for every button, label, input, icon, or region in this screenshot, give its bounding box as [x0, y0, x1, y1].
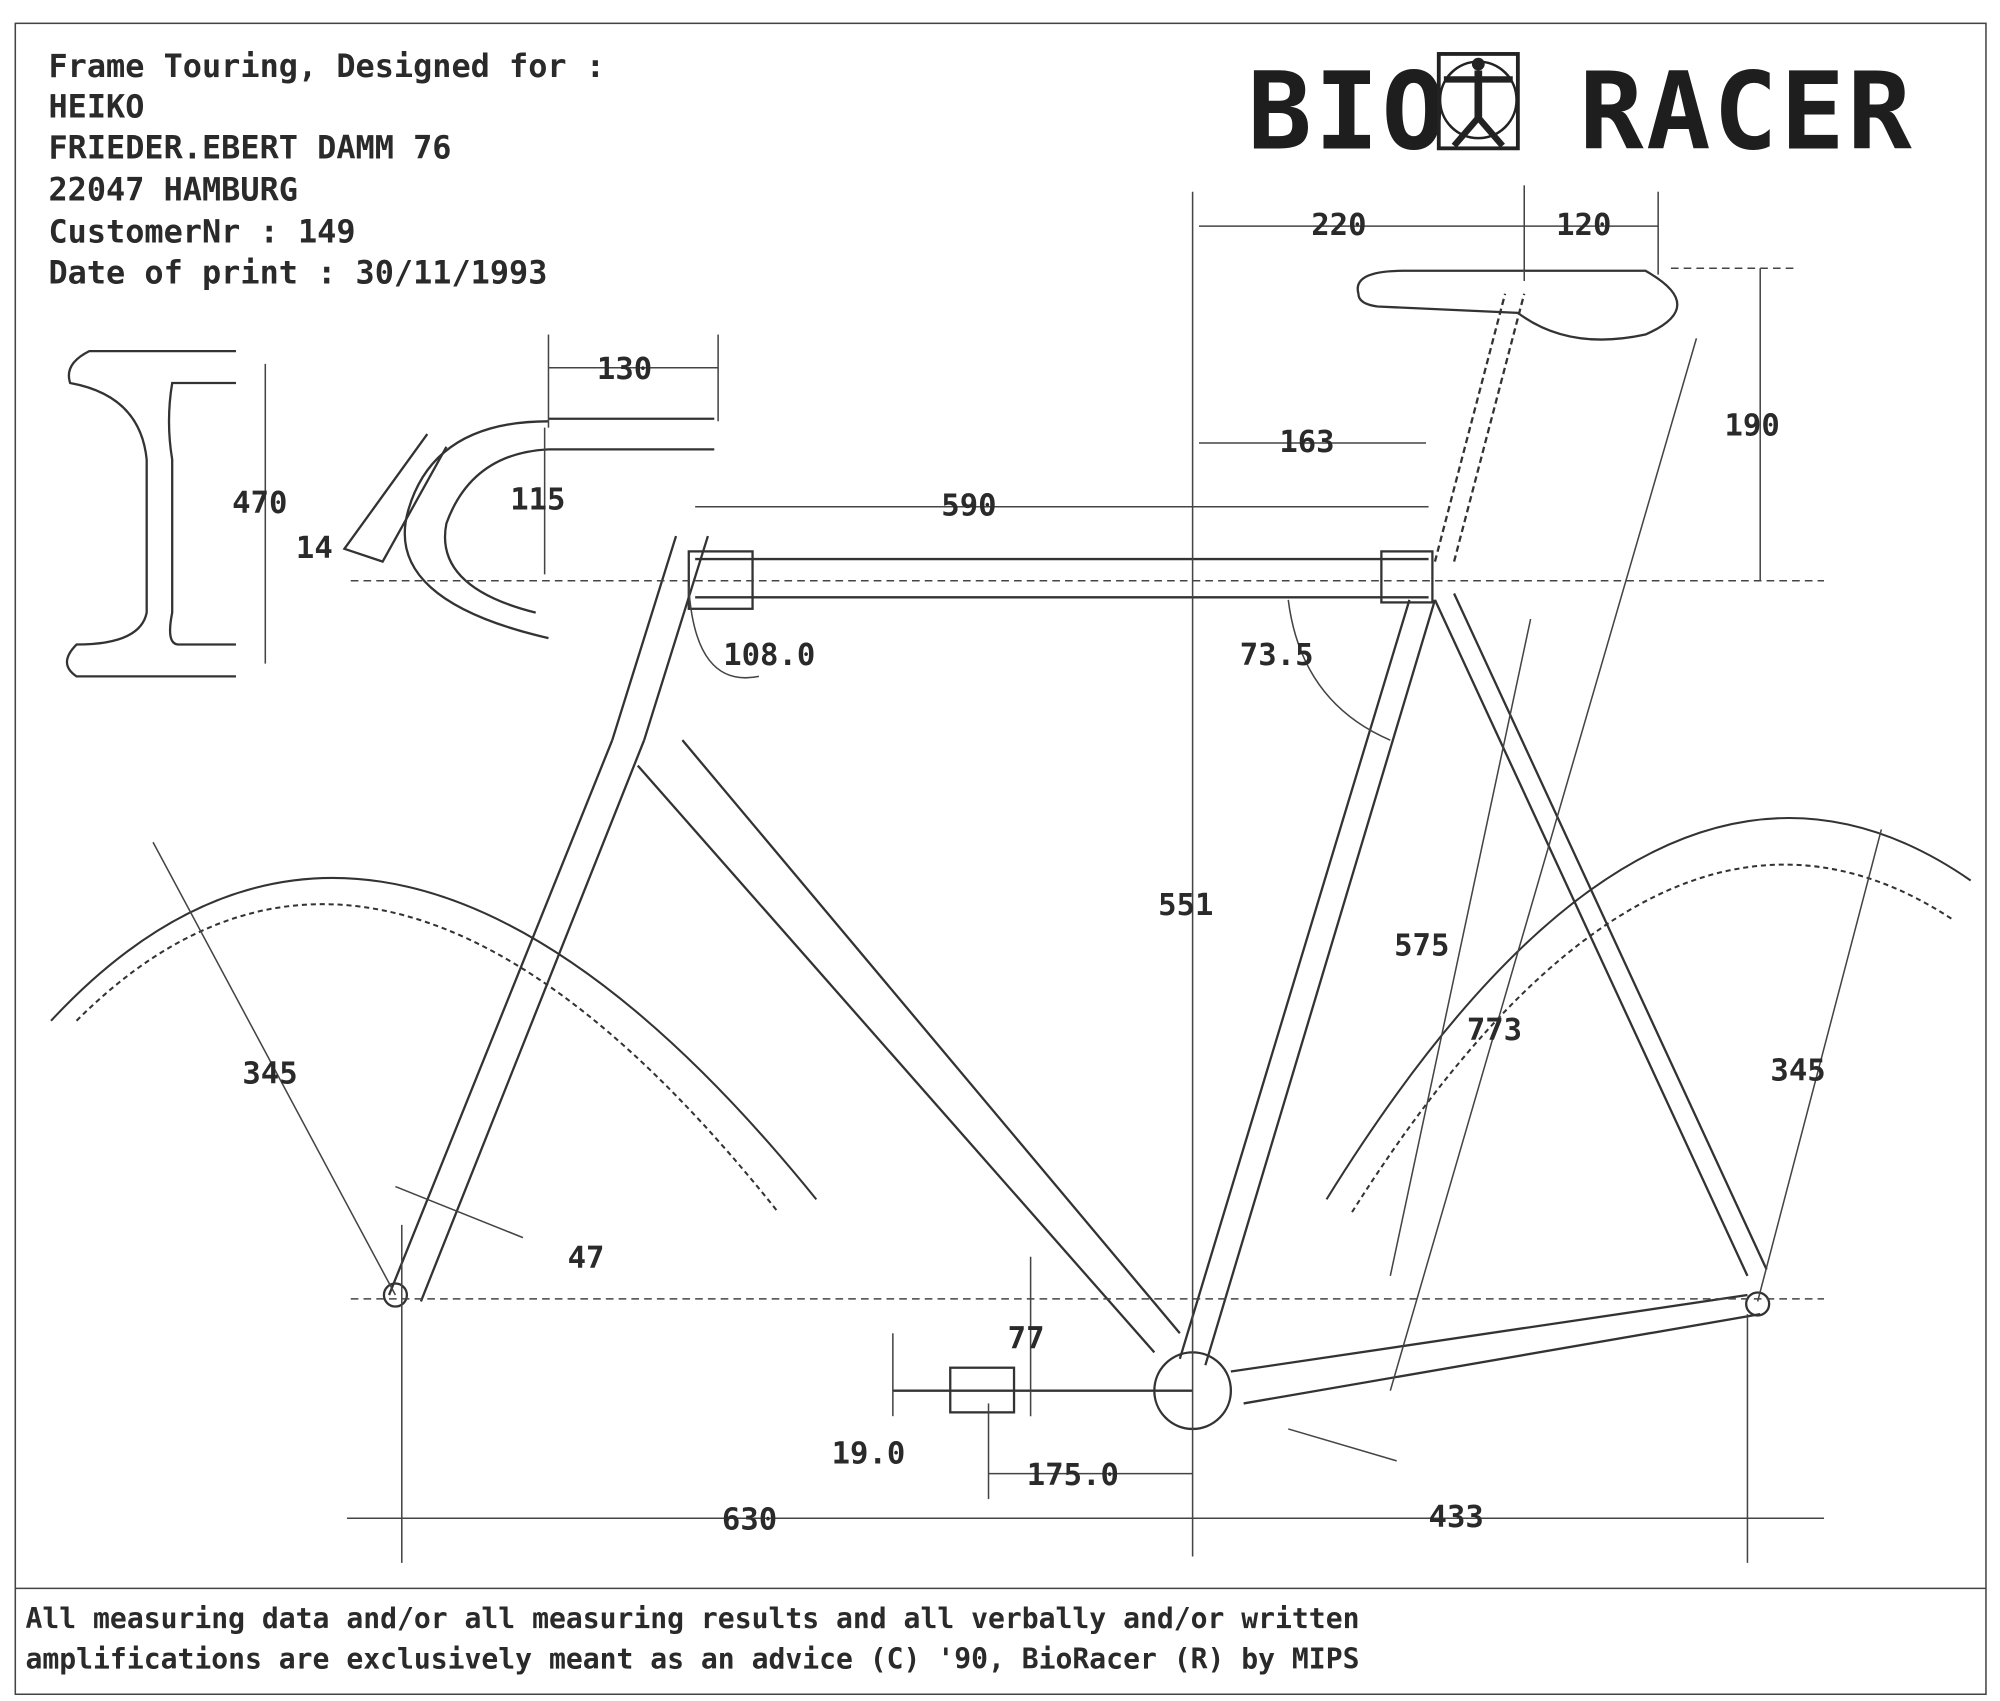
frame-title: Frame Touring, Designed for : [48, 47, 605, 85]
logo-text-bio: BIO [1247, 50, 1448, 174]
dimension-labels: 220 120 130 163 190 590 470 14 115 108.0… [232, 208, 1826, 1538]
dim-stem-length: 130 [597, 352, 652, 387]
head-tube [611, 535, 710, 741]
dim-top-tube: 590 [941, 489, 996, 524]
customer-number: CustomerNr : 149 [48, 213, 355, 251]
brake-lever [342, 433, 448, 563]
vitruvian-man-icon [1436, 52, 1520, 151]
down-tube [636, 739, 1181, 1354]
dim-bar-angle: 14 [296, 531, 333, 566]
dim-bb-drop: 77 [1008, 1322, 1045, 1357]
handlebar-side [403, 420, 549, 640]
dim-saddle-setback: 220 [1311, 208, 1366, 243]
dim-saddle-drop: 190 [1724, 408, 1779, 443]
fork [387, 739, 646, 1302]
seat-tube [1178, 599, 1437, 1366]
disclaimer-line-1: All measuring data and/or all measuring … [26, 1602, 1360, 1635]
front-dropout [382, 1282, 409, 1308]
dim-front-radius: 345 [242, 1056, 297, 1091]
dim-pedal: 19.0 [832, 1436, 906, 1471]
page-border [14, 22, 1987, 1696]
seat-stays [1433, 593, 1768, 1277]
top-tube [695, 557, 1429, 599]
dim-seat-to-tt: 163 [1279, 425, 1334, 460]
disclaimer: All measuring data and/or all measuring … [26, 1602, 1360, 1676]
customer-city: 22047 HAMBURG [48, 171, 297, 209]
seat-post [1433, 293, 1526, 562]
chain-stays [1230, 1293, 1761, 1405]
rear-dropout [1745, 1291, 1771, 1317]
dim-bar-width: 470 [232, 486, 287, 521]
dim-seat-tube: 575 [1394, 929, 1449, 964]
dim-crank: 175.0 [1027, 1458, 1119, 1493]
bioracer-logo: BIO RACER [1247, 50, 1914, 174]
dim-fork-rake: 47 [568, 1241, 605, 1276]
disclaimer-line-2: amplifications are exclusively meant as … [26, 1643, 1360, 1676]
pedal [949, 1366, 1016, 1414]
saddle [1356, 269, 1679, 341]
dim-rear-radius: 345 [1770, 1054, 1825, 1089]
seat-lug [1380, 550, 1434, 604]
front-wheel-arc [50, 876, 818, 1213]
customer-header: Frame Touring, Designed for : HEIKO FRIE… [48, 47, 605, 292]
bike-frame [342, 269, 1771, 1431]
dim-seat-angle: 73.5 [1240, 638, 1314, 673]
customer-name: HEIKO [48, 88, 144, 126]
handlebar-front-view [65, 349, 236, 678]
dim-chainstay: 433 [1429, 1500, 1484, 1535]
customer-street: FRIEDER.EBERT DAMM 76 [48, 129, 451, 167]
dim-front-center: 630 [722, 1503, 777, 1538]
print-date: Date of print : 30/11/1993 [48, 254, 547, 292]
logo-text-racer: RACER [1579, 50, 1914, 174]
dim-saddle-nose: 120 [1556, 208, 1611, 243]
dim-head-angle: 108.0 [723, 638, 815, 673]
dim-stack: 551 [1158, 888, 1213, 923]
dim-saddle-height: 773 [1467, 1013, 1522, 1048]
stem [548, 417, 715, 451]
dim-bar-drop: 115 [510, 482, 565, 517]
dimension-lines [152, 185, 1883, 1563]
